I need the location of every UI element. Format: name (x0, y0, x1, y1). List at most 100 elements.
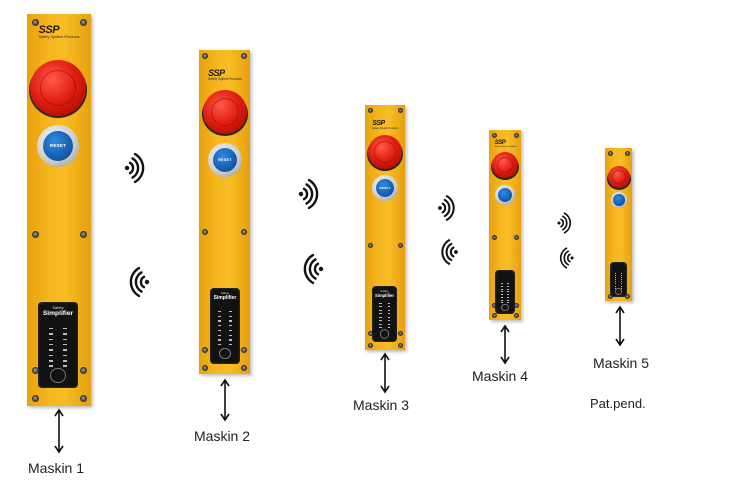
panel-brand-small: Safety (220, 291, 230, 295)
indicator-led (379, 309, 382, 311)
indicator-led (614, 281, 617, 283)
panel-brand-name: Simplifier (375, 292, 394, 298)
indicator-led (379, 323, 382, 325)
indicator-led (218, 310, 222, 313)
screw-icon (31, 18, 39, 26)
indicator-led (62, 327, 67, 330)
double-arrow-icon (615, 305, 625, 347)
screw-icon (397, 342, 403, 348)
panel-indicator-icon (615, 288, 622, 295)
status-panel (495, 270, 515, 314)
indicator-led (387, 306, 390, 308)
double-arrow-icon (220, 378, 230, 422)
indicator-led (614, 276, 617, 278)
screw-icon (624, 150, 630, 156)
screw-icon (367, 107, 373, 113)
indicator-led (387, 323, 390, 325)
screw-icon (79, 394, 87, 402)
indicator-led (49, 327, 54, 330)
screw-icon (367, 242, 373, 248)
emergency-stop-button (368, 135, 402, 169)
indicator-led (49, 338, 54, 341)
indicator-led (228, 329, 232, 332)
indicator-led (507, 291, 510, 293)
machine-label-4: Maskin 4 (472, 368, 529, 384)
screw-icon (513, 234, 519, 240)
reset-button: RESET (375, 178, 395, 198)
panel-indicator-icon (501, 303, 509, 312)
indicator-led (49, 349, 54, 351)
indicator-led (62, 338, 67, 341)
ssp-logo: SSP (372, 120, 385, 127)
wireless-signal-right-icon (438, 195, 455, 221)
indicator-led (49, 333, 54, 335)
screw-icon (31, 394, 39, 402)
ssp-tagline: Safety System Products (494, 146, 517, 148)
panel-brand-small: Safety (52, 305, 64, 310)
indicator-led (614, 285, 617, 287)
screw-icon (202, 229, 208, 235)
indicator-led (507, 294, 510, 296)
emergency-stop-button (30, 60, 86, 116)
indicator-led (228, 334, 232, 336)
screw-icon (367, 342, 373, 348)
indicator-led (387, 313, 390, 315)
wireless-signal-right-icon (124, 152, 145, 184)
emergency-stop-button (608, 166, 630, 188)
indicator-led (218, 334, 222, 336)
double-arrow-icon (54, 408, 64, 454)
screw-icon (241, 365, 247, 371)
indicator-led (218, 320, 222, 322)
indicator-led (62, 365, 67, 367)
indicator-led (49, 343, 54, 346)
panel-brand-name: Simplifier (213, 295, 237, 301)
indicator-led (379, 306, 382, 308)
patent-note: Pat.pend. (590, 396, 646, 411)
indicator-led (218, 315, 222, 317)
machine-label-5: Maskin 5 (593, 355, 650, 371)
panel-indicator-icon (50, 367, 66, 383)
indicator-led (228, 344, 232, 346)
indicator-led (228, 325, 232, 327)
indicator-led (500, 291, 503, 293)
indicator-led (507, 296, 510, 298)
screw-icon (491, 234, 497, 240)
double-arrow-icon (380, 352, 390, 394)
indicator-led (228, 315, 232, 317)
indicator-led (614, 283, 617, 285)
indicator-led (387, 320, 390, 322)
panel-brand-small: Safety (380, 289, 389, 293)
panel-brand-name: Simplifier (42, 310, 74, 317)
screw-icon (397, 330, 403, 336)
screw-icon (513, 312, 519, 318)
emergency-stop-button (203, 90, 247, 134)
reset-button (497, 187, 513, 203)
screw-icon (79, 366, 87, 374)
indicator-led (387, 302, 390, 304)
indicator-led (49, 360, 54, 362)
wireless-signal-left-icon (303, 253, 324, 285)
indicator-led (500, 296, 503, 298)
panel-indicator-icon (219, 348, 231, 360)
indicator-led (614, 287, 617, 289)
emergency-stop-button (492, 152, 518, 178)
screw-icon (79, 18, 87, 26)
indicator-led (62, 333, 67, 335)
indicator-led (507, 299, 510, 301)
screw-icon (397, 242, 403, 248)
indicator-led (507, 288, 510, 290)
screw-icon (491, 132, 497, 138)
indicator-led (614, 272, 617, 274)
screw-icon (31, 230, 39, 238)
indicator-led (620, 287, 623, 289)
indicator-led (218, 329, 222, 332)
indicator-led (387, 316, 390, 318)
screw-icon (241, 53, 247, 59)
double-arrow-icon (500, 324, 510, 365)
ssp-tagline: Safety System Products (38, 35, 80, 39)
indicator-led (620, 276, 623, 278)
ssp-tagline: Safety System Products (208, 77, 242, 81)
indicator-led (218, 344, 222, 346)
